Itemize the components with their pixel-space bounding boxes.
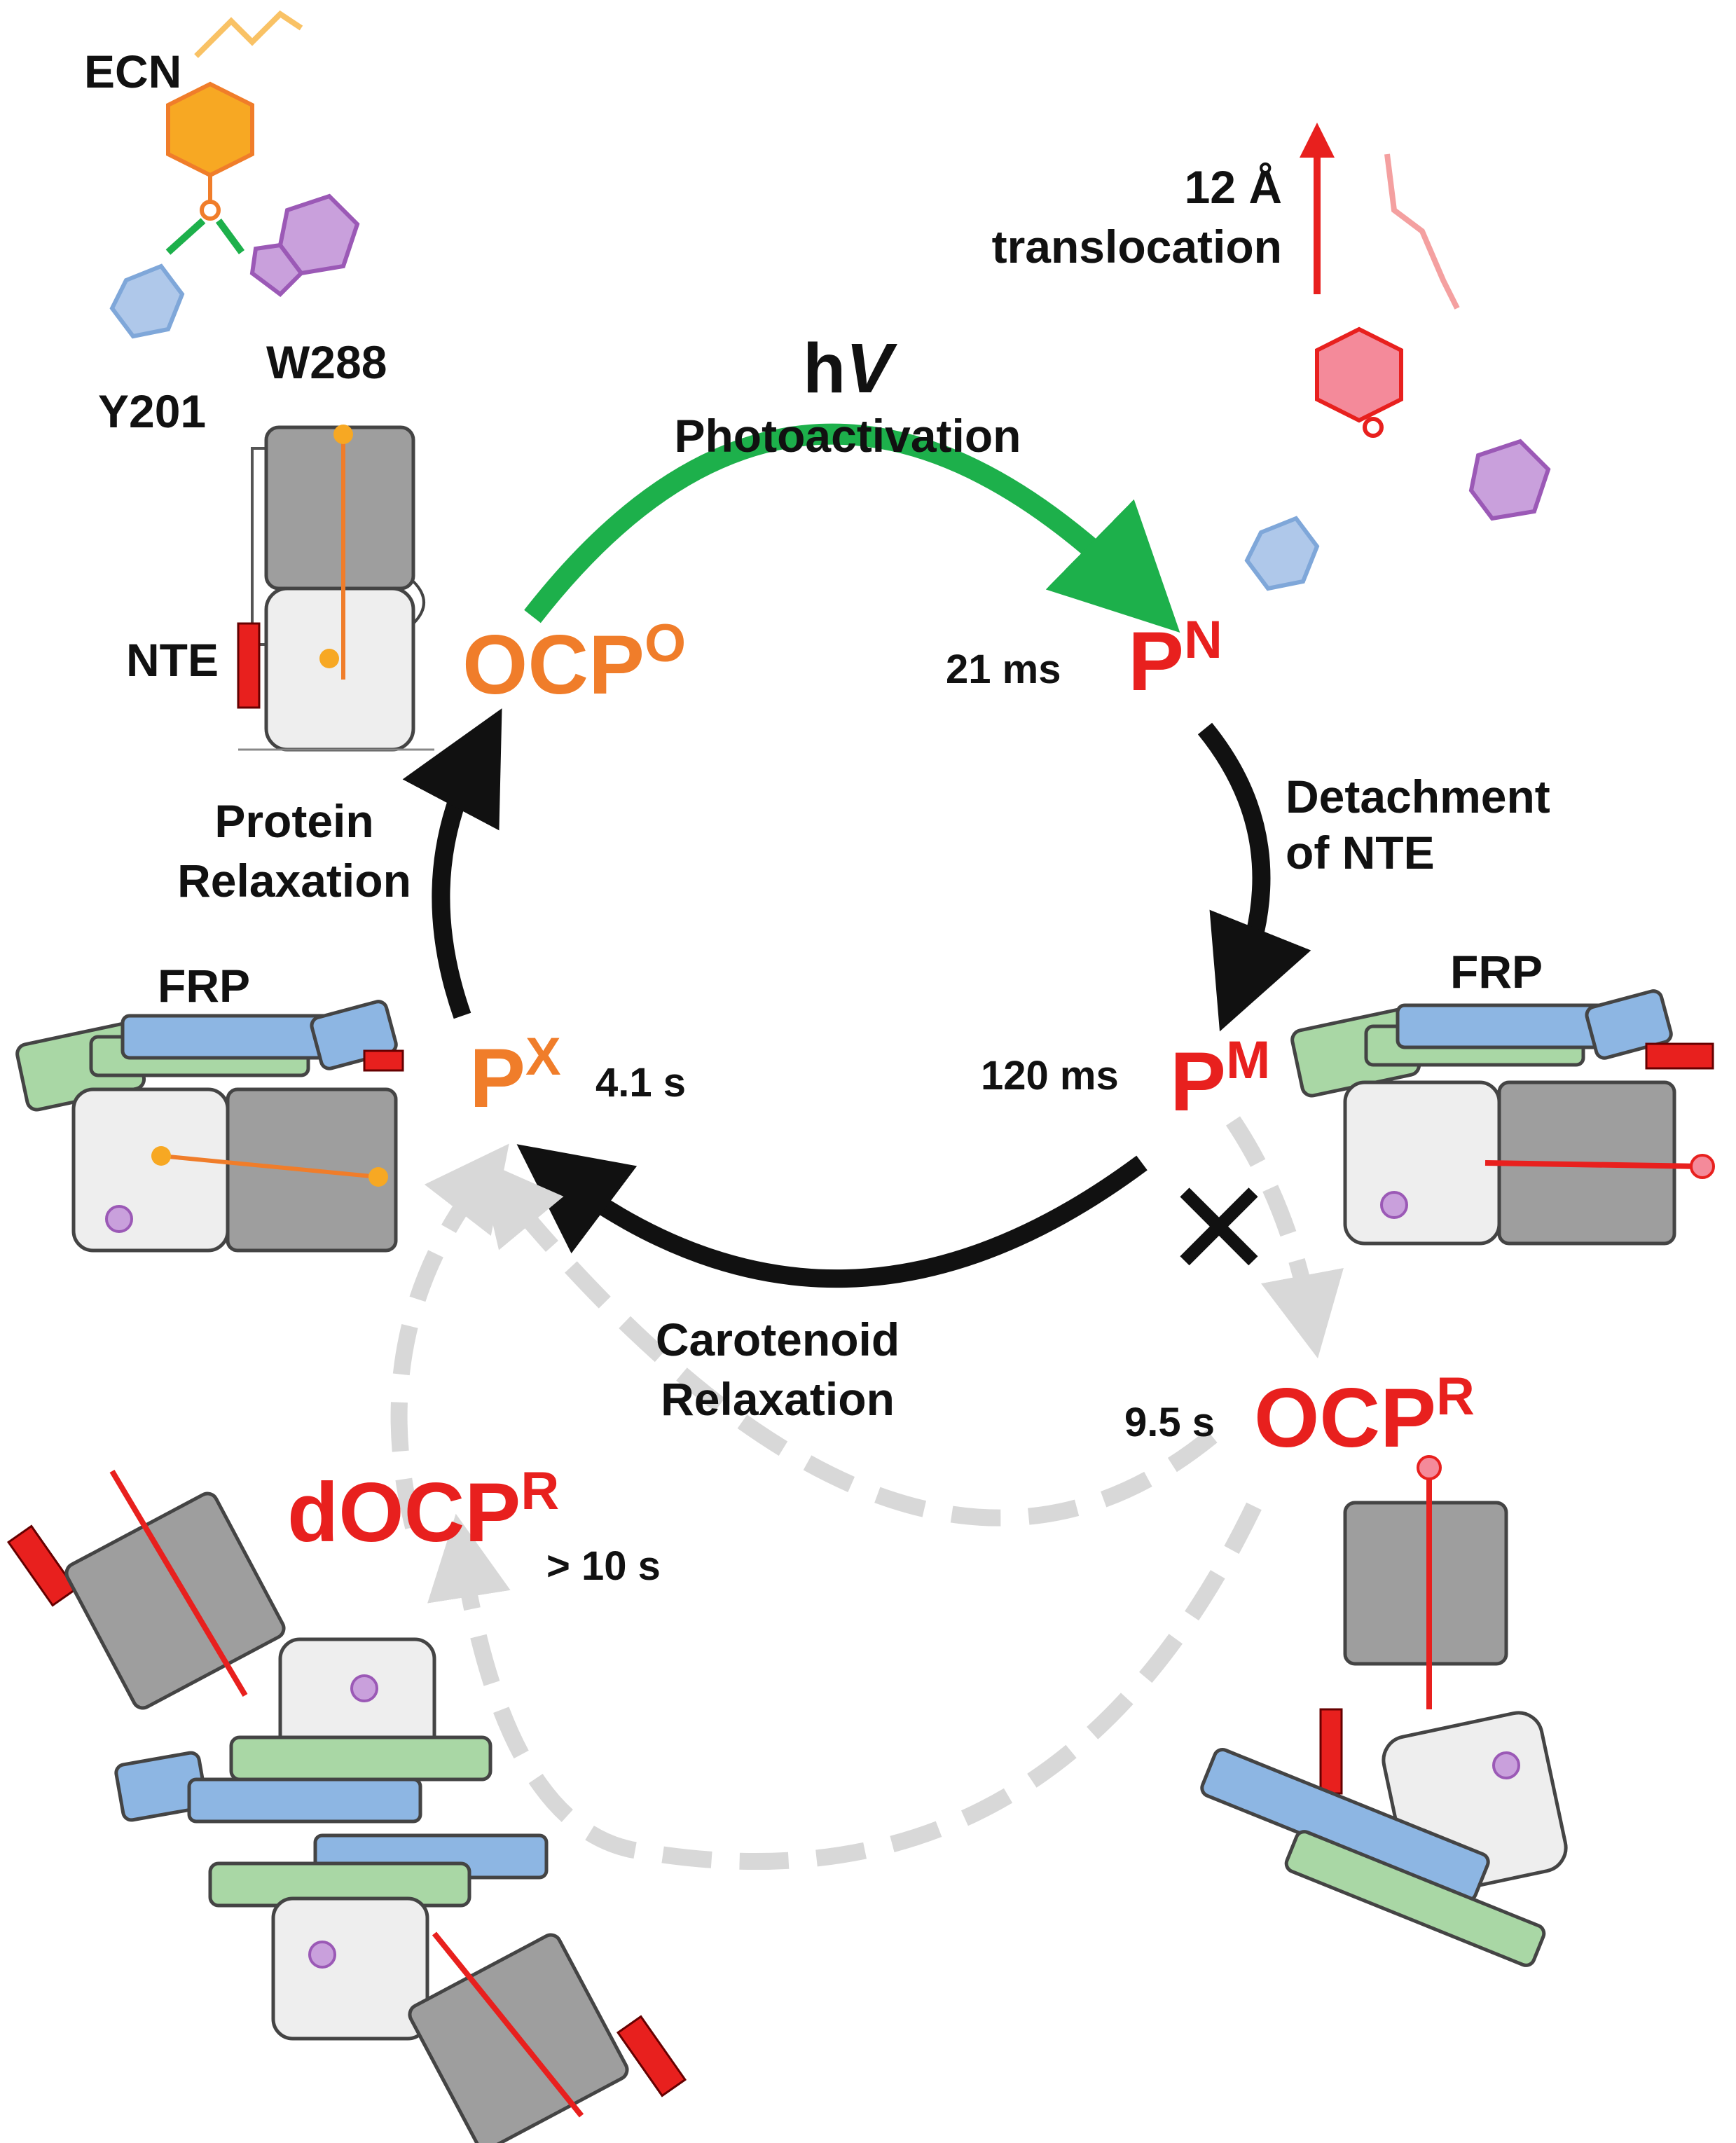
frp-green-docpr-1	[229, 1735, 492, 1782]
carotenoid-relaxation-line1: Carotenoid	[656, 1314, 900, 1365]
translocation-amount-label: 12 Å	[1185, 161, 1282, 213]
ntd-domain	[264, 586, 415, 752]
ocpr-time: 9.5 s	[1124, 1400, 1215, 1445]
ocpr-protein-cartoon	[1200, 1455, 1568, 1967]
docpr-state: dOCPR	[287, 1461, 559, 1559]
px-time: 4.1 s	[595, 1060, 686, 1105]
ocpr-state: OCPR	[1254, 1367, 1475, 1465]
echinenone-ring	[166, 81, 254, 178]
ocpr-to-px-dashed-arrow	[477, 1158, 1218, 1527]
photoactivation-arrow	[524, 423, 1180, 633]
ocpo-protein-cartoon	[237, 425, 434, 752]
frp-blue-docpr-long-1	[187, 1777, 422, 1824]
ntd-right	[1343, 1080, 1501, 1246]
tryptophan-ring-pn	[1468, 439, 1551, 521]
carotenoid-relaxation-arrow	[516, 1144, 1148, 1288]
protein-relaxation-line2: Relaxation	[177, 855, 411, 907]
nte-red-left	[363, 1049, 404, 1072]
frp-blue-tilt-r	[1585, 989, 1673, 1060]
ctd-docpr-bottom	[408, 1933, 629, 2143]
y201-label: Y201	[98, 385, 206, 437]
ecn-label: ECN	[84, 46, 181, 97]
nte-red-ocpr	[1319, 1708, 1343, 1795]
docpr-time: > 10 s	[546, 1543, 661, 1589]
detachment-arrow	[1197, 722, 1311, 1032]
translocated-ring	[1315, 326, 1403, 423]
pn-time: 21 ms	[946, 647, 1061, 692]
docpr-to-px-dashed-arrow	[390, 1143, 509, 1529]
frp-left-label: FRP	[158, 960, 250, 1012]
nte-helix	[237, 622, 261, 709]
pn-state: PN	[1128, 610, 1222, 708]
detachment-label-line2: of NTE	[1286, 827, 1435, 878]
pm-state: PM	[1170, 1031, 1270, 1129]
nte-red-docpr-top	[6, 1524, 78, 1607]
ctd-docpr-top	[64, 1491, 286, 1710]
photoactivation-label: Photoactivation	[674, 410, 1021, 462]
tyrosine-ring-pn	[1244, 516, 1320, 591]
ctd-ocpr	[1343, 1501, 1508, 1666]
ntd-docpr-bottom	[271, 1896, 429, 2041]
frp-blue-long-r	[1396, 1003, 1610, 1049]
ocp-o-state: OCPO	[462, 614, 686, 712]
nte-label: NTE	[126, 634, 219, 686]
pm-frp-complex	[1290, 989, 1715, 1246]
docpr-dimer-cartoon	[6, 1469, 687, 2143]
tyrosine-ring	[109, 263, 185, 339]
hv-label: hV	[803, 329, 897, 408]
pm-to-ocpr-dashed-arrow	[1226, 1116, 1344, 1358]
carotenoid-relaxation-line2: Relaxation	[661, 1373, 895, 1425]
detachment-label-line1: Detachment	[1286, 771, 1550, 822]
w288-label: W288	[266, 336, 387, 388]
nte-red-docpr-bottom	[616, 2015, 687, 2097]
translocation-label: translocation	[992, 221, 1282, 273]
frp-right-label: FRP	[1450, 946, 1543, 998]
frp-green-ocpr	[1284, 1830, 1546, 1967]
ocpo-chromophore-site	[109, 10, 360, 339]
frp-blue-long	[120, 1014, 335, 1060]
blocked-transition-cross: ✕	[1163, 1155, 1274, 1304]
px-frp-complex	[15, 1000, 404, 1253]
pn-chromophore-site	[1244, 153, 1551, 591]
protein-relaxation-arrow	[402, 708, 502, 1019]
ocpr-to-docpr-dashed-arrow	[427, 1502, 1262, 1870]
ctd-domain	[264, 425, 415, 591]
nte-red-right	[1645, 1042, 1714, 1070]
protein-relaxation-line1: Protein	[214, 795, 373, 847]
ntd-left	[71, 1087, 230, 1253]
pm-time: 120 ms	[981, 1053, 1119, 1098]
px-state: PX	[469, 1027, 561, 1125]
